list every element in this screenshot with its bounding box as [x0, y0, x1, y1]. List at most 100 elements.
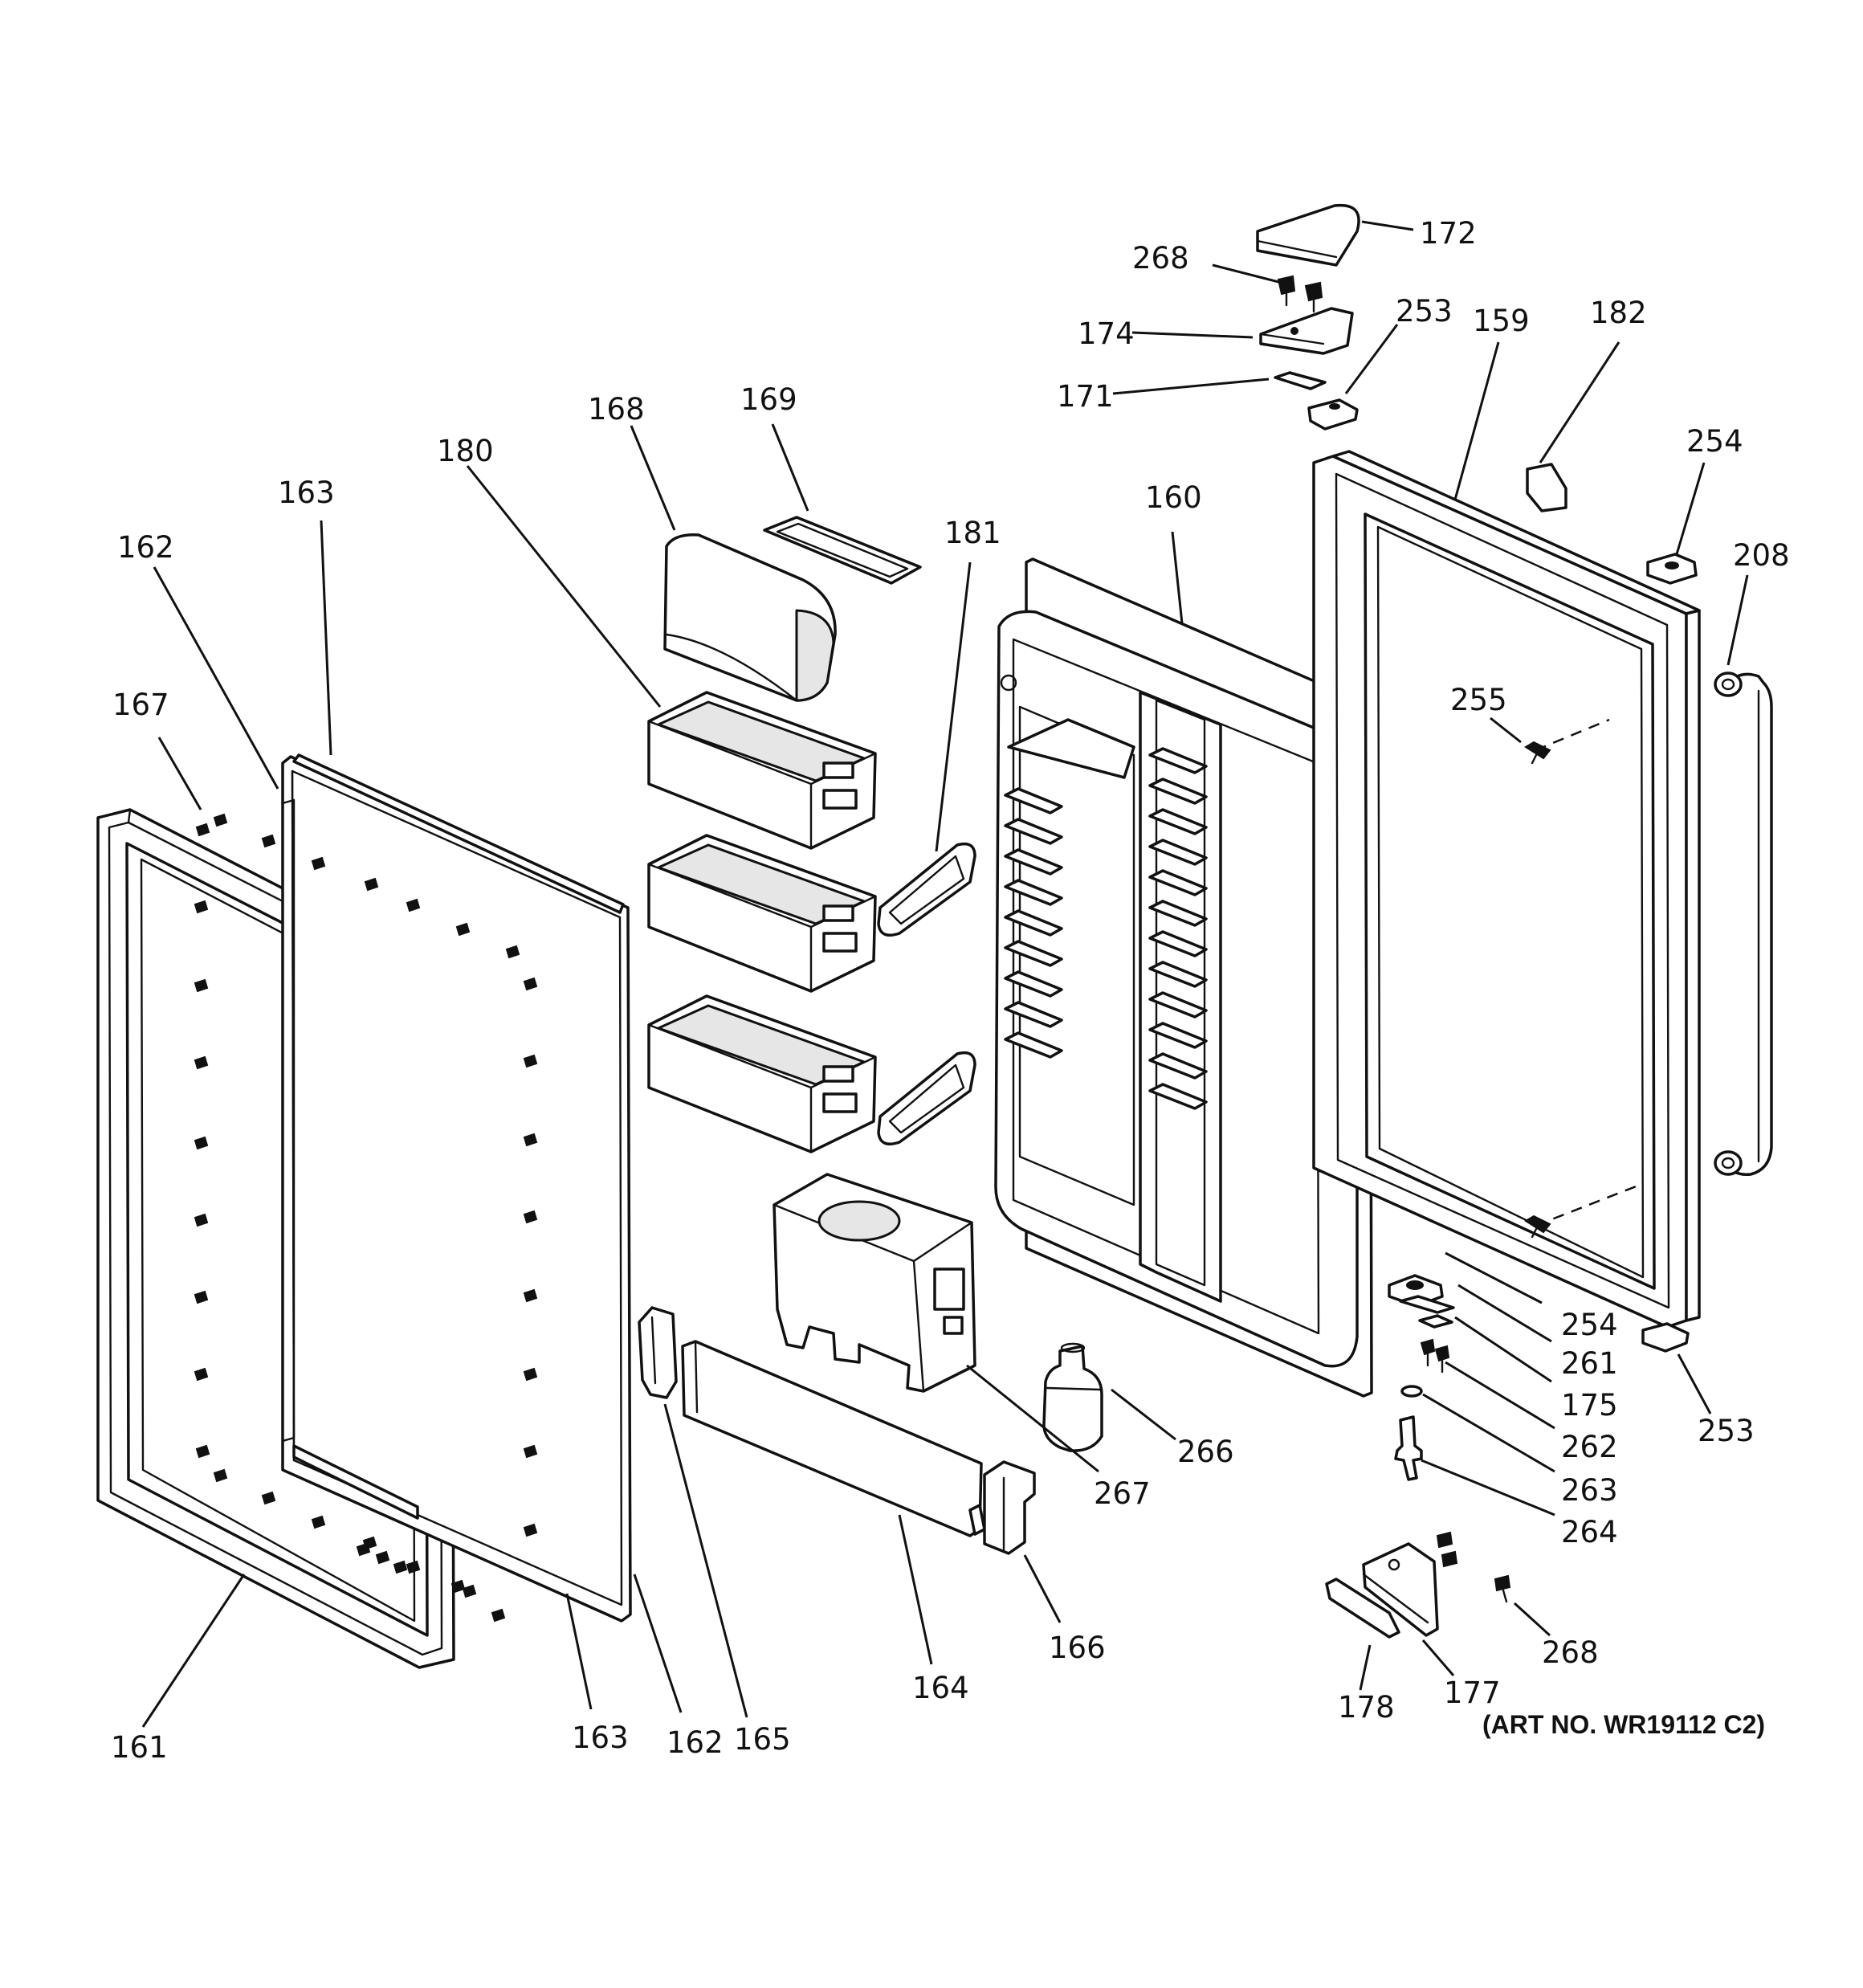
callout-254-top: 254 [1686, 424, 1743, 459]
callout-208: 208 [1733, 538, 1790, 573]
screw [194, 1136, 209, 1150]
screw [213, 813, 228, 827]
callout-174: 174 [1078, 316, 1135, 351]
part-262-screws [1420, 1338, 1450, 1374]
screw [194, 1290, 209, 1304]
callout-162-bottom: 162 [667, 1725, 724, 1760]
callout-166: 166 [1049, 1631, 1106, 1665]
screw [393, 1560, 408, 1574]
part-167-screws [194, 813, 538, 1623]
screw [523, 1523, 538, 1537]
screw [195, 823, 210, 837]
callout-266: 266 [1177, 1435, 1234, 1469]
part-172-hinge-cover [1256, 203, 1360, 267]
screw [523, 977, 538, 991]
screw [311, 1515, 326, 1529]
callout-163-top: 163 [278, 476, 335, 510]
callout-177: 177 [1444, 1676, 1501, 1710]
screw [523, 1444, 538, 1459]
screw [194, 1367, 209, 1382]
part-253-bushing-top [1307, 398, 1359, 431]
part-160-door-liner [994, 557, 1373, 1398]
screw [194, 1055, 209, 1070]
callout-180: 180 [437, 434, 494, 468]
shelf-rib [1004, 1001, 1063, 1028]
callout-159: 159 [1473, 304, 1530, 338]
callout-162-top: 162 [117, 530, 174, 565]
callout-182: 182 [1590, 296, 1647, 330]
part-169-dairy-door [763, 516, 922, 585]
part-166-clip [983, 1460, 1036, 1555]
screw [311, 856, 326, 871]
part-268-screws-top [1277, 275, 1323, 313]
shelf-rib [1148, 869, 1208, 896]
screw [462, 1584, 477, 1598]
shelf-rib [1004, 970, 1063, 998]
shelf-rib [1004, 848, 1063, 876]
shelf-rib [1004, 787, 1063, 814]
screw [356, 1542, 371, 1557]
shelf-rib [1148, 900, 1208, 927]
part-182-cap [1526, 463, 1567, 512]
callout-164: 164 [912, 1671, 969, 1705]
shelf-rib [1148, 1022, 1208, 1049]
callout-169: 169 [740, 382, 797, 417]
screw [194, 978, 209, 993]
screw [213, 1468, 228, 1483]
callout-167: 167 [112, 688, 169, 722]
part-253-bushing-bottom [1641, 1322, 1690, 1353]
callout-labels: 172 268 174 253 171 159 182 254 208 168 … [111, 216, 1790, 1765]
part-162-163-liner-panel [281, 753, 632, 1623]
callout-264: 264 [1561, 1515, 1618, 1549]
shelf-rib [1004, 818, 1063, 845]
shelf-rib [1148, 778, 1208, 805]
screw [194, 900, 209, 914]
part-159-door-panel [1312, 450, 1701, 1329]
leader-lines [141, 220, 1749, 1728]
part-263-washer [1400, 1385, 1423, 1398]
part-181-trim-pieces [877, 842, 976, 1145]
shelf-rib [1004, 909, 1063, 937]
callout-161: 161 [111, 1730, 168, 1765]
screw [406, 898, 421, 912]
screw [364, 877, 379, 892]
shelf-rib [1004, 1031, 1063, 1059]
shelf-rib [1148, 808, 1208, 835]
shelf-rib [1148, 1052, 1208, 1080]
screw [491, 1608, 506, 1623]
screw [261, 834, 276, 848]
callout-171: 171 [1057, 379, 1114, 414]
part-177-bottom-hinge [1362, 1542, 1439, 1637]
part-254-bushing-top [1646, 553, 1698, 585]
screw [523, 1210, 538, 1224]
shelf-rib [1148, 961, 1208, 988]
screw [261, 1491, 276, 1505]
part-174-top-hinge [1259, 307, 1354, 355]
callout-178: 178 [1338, 1690, 1395, 1725]
callout-268-top: 268 [1132, 241, 1189, 276]
callout-254-bottom: 254 [1561, 1308, 1618, 1342]
screw [375, 1550, 390, 1565]
callout-262: 262 [1561, 1430, 1618, 1464]
screw [505, 945, 520, 959]
part-264-pin [1394, 1415, 1423, 1481]
callout-175: 175 [1561, 1388, 1618, 1423]
callout-263: 263 [1561, 1473, 1618, 1508]
art-number: (ART NO. WR19112 C2) [1482, 1710, 1765, 1739]
shelf-rib [1148, 991, 1208, 1018]
part-266-water-filter [1042, 1342, 1103, 1452]
screw [523, 1367, 538, 1382]
callout-168: 168 [588, 392, 645, 427]
callout-253-bottom: 253 [1698, 1414, 1755, 1448]
screw [195, 1444, 210, 1459]
part-165-clip [638, 1306, 678, 1399]
callout-261: 261 [1561, 1346, 1618, 1381]
shelf-rib [1004, 879, 1063, 906]
shelf-rib [1148, 1083, 1208, 1110]
part-208-handle [1714, 672, 1773, 1176]
shelf-rib [1148, 747, 1208, 774]
shelf-rib [1148, 839, 1208, 866]
screw [523, 1133, 538, 1147]
part-175-shim [1399, 1295, 1455, 1314]
